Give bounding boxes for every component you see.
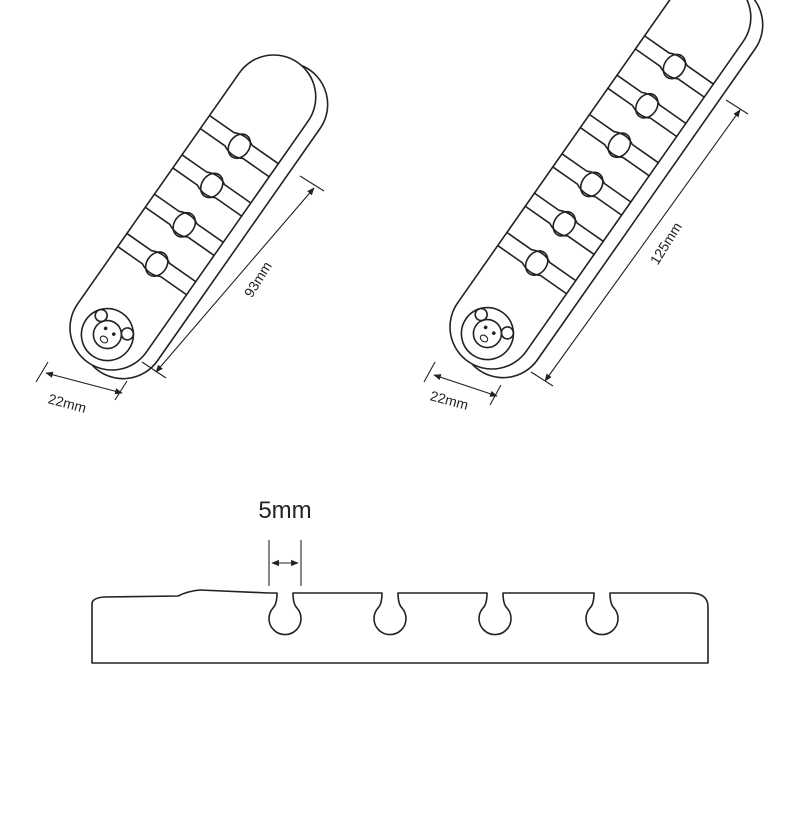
large-length-dimension: 125mm [530,99,749,387]
slot-notch [579,113,660,177]
slot-notch [199,114,280,178]
slot-hole [634,92,659,119]
slot-hole [199,172,224,199]
bear-face-icon [460,306,515,361]
slot-gap-dimension: 5mm [258,497,312,586]
slot-notch [496,231,577,295]
organizer-side [472,0,764,379]
slot-hole [552,210,577,237]
slot-hole [607,132,632,159]
slot-hole [579,171,604,198]
side-profile-outline [91,589,709,664]
bear-face-icon [80,307,135,362]
side-profile [91,589,709,664]
organizer-outline [69,54,317,371]
large-length-label: 125mm [647,219,685,267]
small-organizer-body [69,54,329,380]
slot-gap-label: 5mm [258,497,311,524]
large-cable-organizer [449,0,764,379]
slot-notch [116,232,197,296]
slot-hole [524,250,549,277]
slot-notch [552,153,632,216]
slot-notch [634,35,715,98]
slot-notch [524,192,605,256]
large-width-label: 22mm [428,387,470,413]
slot-notch [144,193,225,257]
slot-hole [172,211,197,238]
organizer-outline [449,0,752,370]
slot-hole [227,133,252,160]
slot-hole [662,53,687,80]
small-cable-organizer [69,54,329,380]
slot-hole [144,251,169,278]
slot-notch [172,154,252,217]
small-length-dimension: 93mm [141,175,325,379]
slot-notch [607,74,687,138]
large-organizer-body [449,0,764,379]
small-width-label: 22mm [46,390,88,416]
small-length-label: 93mm [241,259,275,300]
